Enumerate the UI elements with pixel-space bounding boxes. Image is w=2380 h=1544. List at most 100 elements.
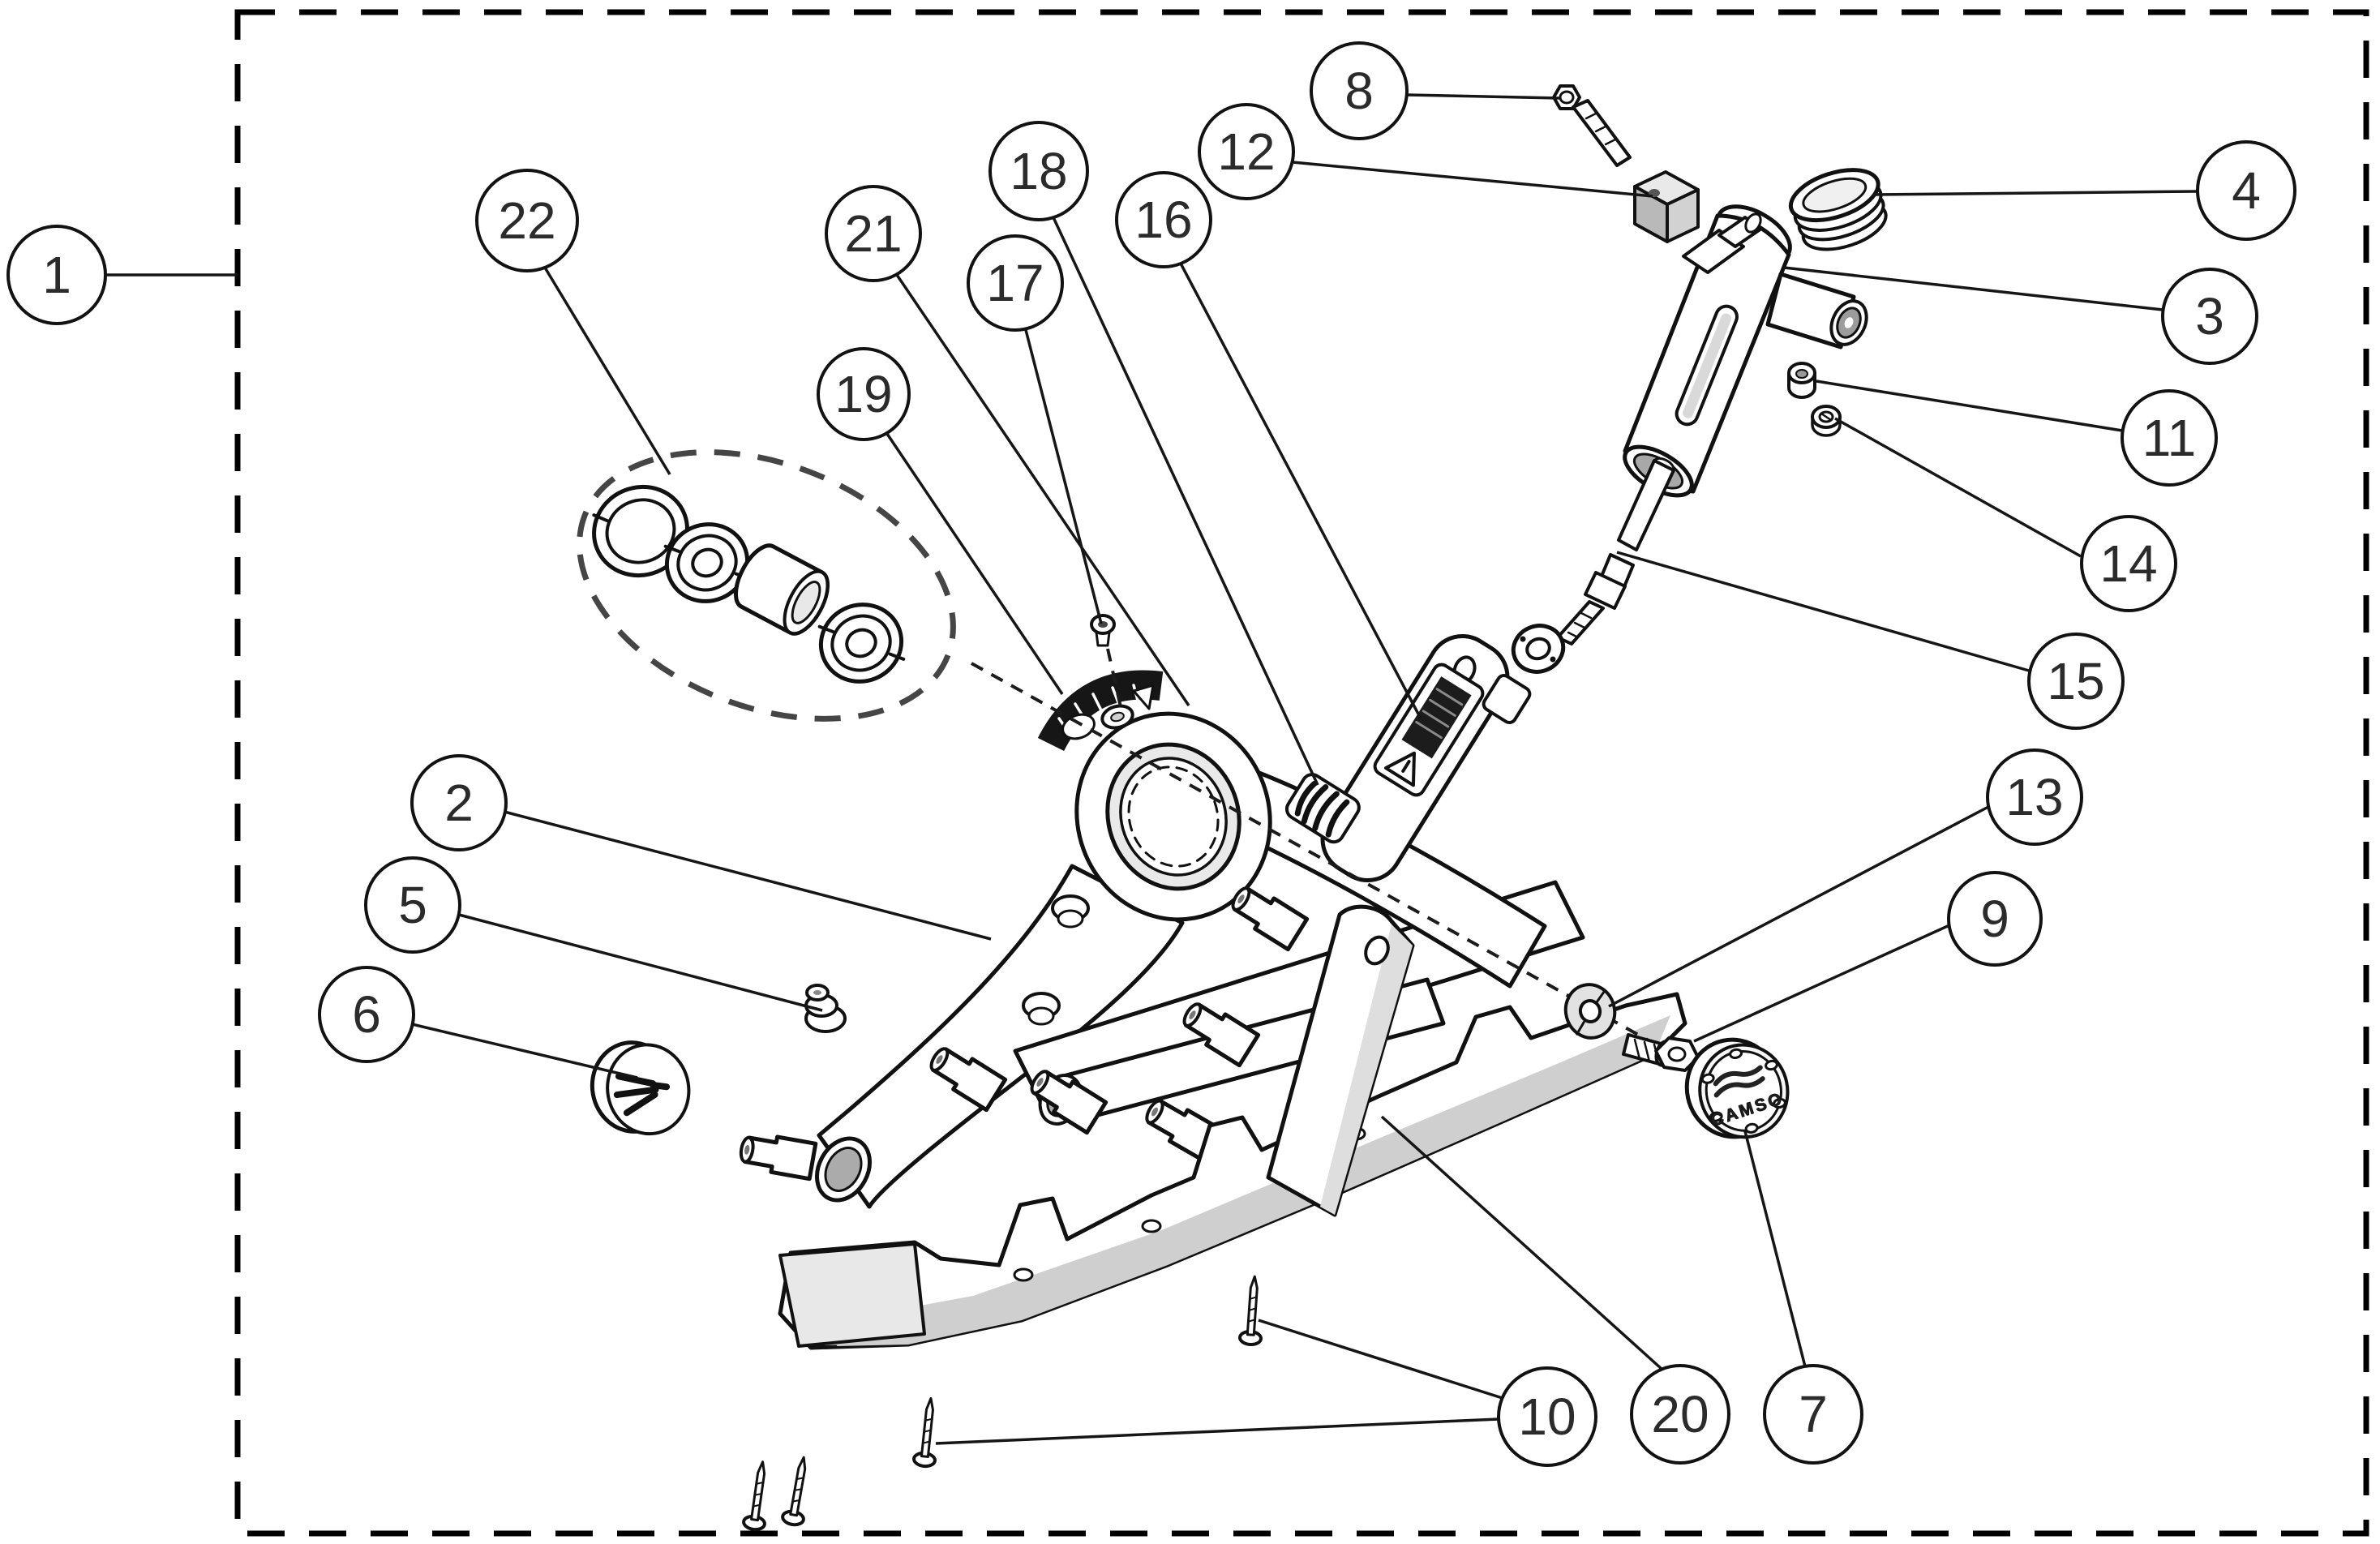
callout-21-number: 21: [844, 204, 902, 263]
frame-leg-tube: [817, 864, 1185, 1209]
callout-9-number: 9: [1980, 890, 2009, 948]
callout-7: 7: [1763, 1364, 1863, 1465]
callout-17-bubble: [967, 234, 1064, 332]
leader-line-7: [1743, 1130, 1807, 1367]
callout-8: 8: [1310, 41, 1409, 140]
callout-13-number: 13: [2005, 768, 2063, 826]
bearing-spacer: [734, 543, 830, 636]
callout-6: 6: [318, 966, 415, 1063]
frame-stud-2: [1022, 992, 1061, 1026]
leader-line-9: [1693, 924, 1950, 1043]
callout-2-bubble: [410, 754, 508, 851]
callout-2: 2: [410, 754, 508, 851]
callout-9-bubble: [1947, 871, 2043, 967]
steering-cap: [1788, 168, 1888, 251]
callout-18-number: 18: [1010, 142, 1067, 200]
warning-triangle-icon: [1384, 751, 1416, 787]
frame-weldment: [815, 633, 1585, 1209]
leader-line-20: [1380, 1115, 1663, 1370]
callout-11-number: 11: [2142, 409, 2196, 467]
pivot-axis-guides: [971, 648, 1726, 1085]
frame-plug: [590, 1040, 691, 1136]
callout-4-number: 4: [2232, 161, 2261, 220]
callout-11-bubble: [2121, 389, 2218, 487]
frame-stud-1: [1051, 894, 1090, 929]
callout-15-number: 15: [2047, 652, 2104, 710]
leader-line-6: [411, 1023, 638, 1079]
leader-line-15: [1616, 551, 2030, 672]
callout-4-bubble: [2196, 140, 2296, 241]
callout-18: 18: [988, 121, 1089, 221]
callout-15-bubble: [2027, 633, 2125, 730]
callout-20-number: 20: [1651, 1385, 1709, 1443]
bumper-left-end: [778, 1242, 926, 1348]
callout-12-number: 12: [1217, 122, 1275, 181]
hub-cap-wave-logo-icon: [1713, 1065, 1765, 1098]
tie-rod-eye: [1511, 624, 1566, 674]
callout-17: 17: [967, 234, 1064, 332]
frame-head: [1074, 711, 1272, 922]
leader-line-4: [1872, 190, 2198, 196]
callout-14: 14: [2080, 515, 2177, 612]
callout-21: 21: [825, 185, 922, 282]
callout-10-bubble: [1497, 1366, 1597, 1467]
callout-14-bubble: [2080, 515, 2177, 612]
grommet-nut: [804, 984, 847, 1033]
screw: [911, 1396, 943, 1469]
callout-10: 10: [1497, 1366, 1597, 1467]
bolt-9: [1622, 1033, 1700, 1072]
screw: [1237, 1274, 1267, 1347]
callout-18-bubble: [988, 121, 1089, 221]
callout-5: 5: [364, 856, 461, 954]
axis-guide-2: [1106, 648, 1122, 708]
callout-11: 11: [2121, 389, 2218, 487]
callout-15: 15: [2027, 633, 2125, 730]
callout-17-number: 17: [986, 254, 1044, 312]
peg: [1227, 881, 1307, 949]
screw: [741, 1458, 775, 1533]
spindle-bracket: [1266, 904, 1415, 1217]
callout-5-number: 5: [398, 876, 427, 934]
head-trim-piece: [1037, 670, 1164, 752]
callout-12-bubble: [1198, 103, 1295, 200]
tie-rod: [1511, 457, 1675, 674]
rubber-stop-block: [1633, 170, 1700, 243]
leader-line-8: [1406, 93, 1562, 100]
bracket-hole: [1364, 935, 1390, 966]
leader-line-2: [504, 810, 992, 941]
callout-21-bubble: [825, 185, 922, 282]
hub-cap: CAMSO: [1684, 1037, 1790, 1139]
leader-line-18: [1051, 215, 1319, 786]
screw-recess: [1100, 704, 1134, 730]
leader-line-3: [1783, 266, 2163, 311]
dashed-border: [234, 9, 2369, 1537]
callout-22-number: 22: [498, 191, 555, 250]
leader-line-19: [884, 431, 1064, 695]
callout-6-bubble: [318, 966, 415, 1063]
callout-7-bubble: [1763, 1364, 1863, 1465]
callout-19-bubble: [817, 347, 911, 441]
callout-13-bubble: [1986, 748, 2083, 846]
callout-2-number: 2: [444, 774, 474, 832]
callout-22: 22: [475, 169, 579, 272]
bumper: [778, 992, 1687, 1350]
callout-13: 13: [1986, 748, 2083, 846]
callout-10-number: 10: [1518, 1387, 1576, 1446]
callout-3: 3: [2161, 268, 2258, 365]
seal-ring: [592, 484, 692, 578]
leader-line-13: [1608, 805, 1989, 1008]
axis-guide-1: [971, 662, 1726, 1085]
screw: [779, 1453, 816, 1529]
callout-12: 12: [1198, 103, 1295, 200]
leader-line-16: [1178, 261, 1422, 719]
leader-line-21: [894, 272, 1190, 706]
callout-16-number: 16: [1134, 191, 1192, 249]
leader-line-17: [1023, 326, 1103, 624]
callout-7-number: 7: [1799, 1385, 1828, 1443]
leader-line-10: [935, 1417, 1499, 1445]
leader-line-5: [458, 913, 823, 1012]
callout-3-number: 3: [2195, 287, 2224, 345]
